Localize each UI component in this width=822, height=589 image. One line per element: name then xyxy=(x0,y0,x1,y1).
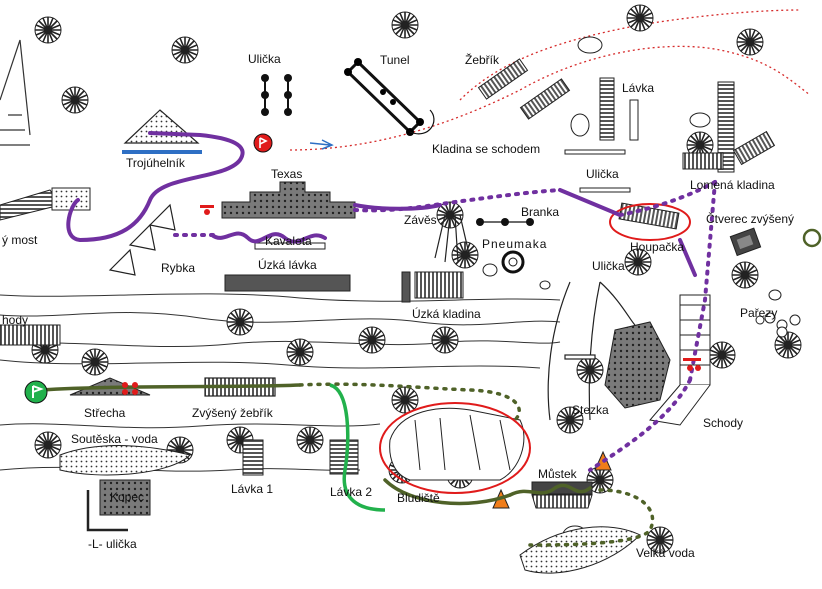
obstacle-parezy xyxy=(764,312,801,338)
route-green xyxy=(329,383,386,512)
obstacle-ulicka-mid xyxy=(579,187,631,193)
obstacle-uzka-lavka xyxy=(224,274,351,292)
obstacle-tunel xyxy=(344,58,435,136)
label-zaves: Závěs xyxy=(404,213,437,227)
obstacle-lavka1 xyxy=(242,439,264,476)
label-most: ý most xyxy=(2,233,38,247)
label-branka: Branka xyxy=(521,205,560,219)
label-pneumaka: Pneumaka xyxy=(482,237,548,251)
red-markers xyxy=(122,205,701,395)
obstacle-pneumaka xyxy=(501,250,525,274)
label-uzka-lavka: Úzká lávka xyxy=(258,258,317,272)
label-texas: Texas xyxy=(271,167,303,181)
obstacle-kopec xyxy=(86,479,151,532)
obstacle-schody-left xyxy=(0,324,61,346)
route-olive xyxy=(38,382,655,547)
label-bludiste: Bludiště xyxy=(397,491,440,505)
label-stezka: Stezka xyxy=(572,403,609,417)
label-schody: Schody xyxy=(703,416,744,430)
route-purple xyxy=(66,131,717,472)
obstacle-zaves xyxy=(434,214,471,263)
label-trojuhelnik: Trojúhelník xyxy=(126,156,185,170)
label-lavka1: Lávka 1 xyxy=(231,482,274,496)
label-uzka-kladina: Úzká kladina xyxy=(412,307,481,321)
exit-marker-icon xyxy=(802,228,822,248)
start-marker-icon xyxy=(24,380,48,404)
obstacle-ulicka-top xyxy=(261,74,292,116)
label-tunel: Tunel xyxy=(380,53,410,67)
label-kladina-se-schodem: Kladina se schodem xyxy=(432,142,541,156)
obstacle-uzka-kladina xyxy=(401,271,464,303)
label-kopec: Kopec xyxy=(110,490,145,504)
obstacle-souteska xyxy=(59,445,191,476)
label-velka-voda: Velká voda xyxy=(636,546,695,560)
label-rybka: Rybka xyxy=(161,261,196,275)
label-schody-left: hody xyxy=(2,313,29,327)
obstacle-velka-voda xyxy=(519,526,641,574)
obstacle-stezka xyxy=(604,321,671,409)
label-kavaleta: Kavaleta xyxy=(265,234,312,248)
obstacle-kavaleta xyxy=(254,242,326,250)
obstacle-branka xyxy=(476,218,534,226)
obstacle-rybka xyxy=(108,203,176,276)
stop-marker-icon xyxy=(253,133,273,153)
label-zvyseny-zebrik: Zvýšený žebřík xyxy=(192,406,273,420)
direction-arrow-icon xyxy=(309,139,334,150)
obstacle-kladina-se-schodem xyxy=(564,149,626,155)
label-ulicka-right: Ulička xyxy=(592,259,625,273)
label-ctverec: Čtverec zvýšený xyxy=(706,212,795,226)
label-parezy: Pařezy xyxy=(740,306,778,320)
obstacle-ulicka-right xyxy=(547,281,636,421)
label-lavka-top: Lávka xyxy=(622,81,655,95)
label-l-ulicka: -L- ulička xyxy=(88,537,137,551)
lookout-tower xyxy=(0,39,31,146)
label-strecha: Střecha xyxy=(84,406,126,420)
obstacle-ctverec xyxy=(729,227,762,257)
obstacle-zebrik xyxy=(477,58,571,120)
label-zebrik: Žebřík xyxy=(465,53,500,67)
label-ulicka-top: Ulička xyxy=(248,52,281,66)
obstacle-lavka-top xyxy=(599,77,639,141)
label-lomena-kladina: Lomená kladina xyxy=(690,178,775,192)
label-houpacka: Houpačka xyxy=(630,240,685,254)
label-ulicka-mid: Ulička xyxy=(586,167,619,181)
obstacle-most xyxy=(0,187,91,221)
obstacle-bludiste xyxy=(379,402,531,494)
obstacle-texas xyxy=(221,181,356,219)
obstacle-lomena-kladina xyxy=(682,81,776,173)
label-mustek: Můstek xyxy=(538,467,577,481)
label-lavka2: Lávka 2 xyxy=(330,485,373,499)
label-souteska: Soutěska - voda xyxy=(71,432,158,446)
